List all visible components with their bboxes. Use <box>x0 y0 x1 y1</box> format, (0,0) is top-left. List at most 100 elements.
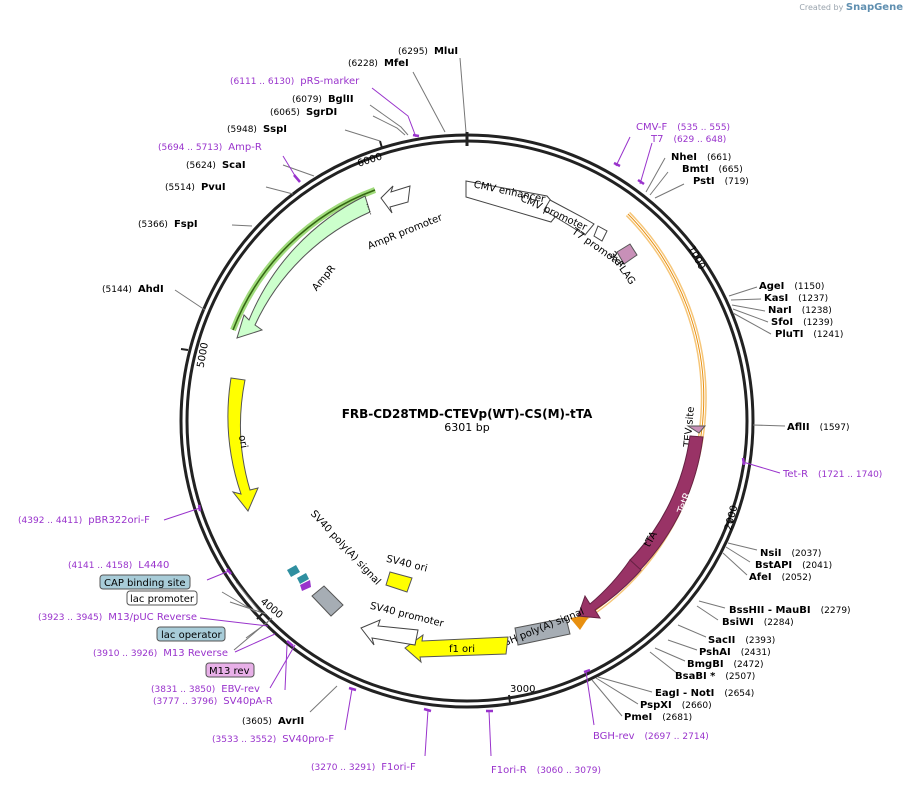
plasmid-length: 6301 bp <box>444 421 489 434</box>
site-sspi[interactable]: (5948) SspI <box>227 124 287 135</box>
feature-ori[interactable]: ori <box>227 377 259 512</box>
feature-tetr[interactable]: TetR <box>629 435 704 571</box>
site-pos: (5624) <box>186 161 216 171</box>
site-pos: (2393) <box>745 636 775 646</box>
feature-sv40-promoter[interactable]: SV40 promoter <box>360 601 446 646</box>
feature-ampr-promoter[interactable]: AmpR promoter <box>366 185 445 252</box>
site-scai[interactable]: (5624)ScaI <box>186 160 246 171</box>
site-agei[interactable]: AgeI(1150) <box>759 281 824 292</box>
primer-cmv-f[interactable]: CMV-F(535 .. 555) <box>636 122 730 133</box>
site-avrii[interactable]: (3605)AvrII <box>242 716 304 727</box>
feature-vp16[interactable]: VP16 activa... <box>577 559 659 624</box>
site-pvui[interactable]: (5514)PvuI <box>165 182 226 193</box>
site-bmti[interactable]: BmtI(665) <box>682 164 743 175</box>
site-pshai[interactable]: PshAI(2431) <box>699 647 771 658</box>
ruler-3000: 3000 <box>508 684 535 704</box>
box-cap-binding-site[interactable]: CAP binding site <box>99 574 191 590</box>
primer-name: Tet-R <box>782 469 808 480</box>
site-pos: (2431) <box>741 648 771 658</box>
primer-bgh-rev[interactable]: BGH-rev(2697 .. 2714) <box>593 731 709 742</box>
site-name: EagI <box>655 688 679 699</box>
primer-m13-reverse[interactable]: (3910 .. 3926)M13 Reverse <box>93 648 228 659</box>
primer-f1ori-r[interactable]: F1ori-R(3060 .. 3079) <box>491 765 601 776</box>
site-aflii[interactable]: AflII(1597) <box>787 422 850 433</box>
site-labels: (6295)MluI (6228)MfeI (6079)BglII (6065)… <box>102 46 851 727</box>
feature-sv40-ori[interactable]: SV40 ori <box>385 554 429 593</box>
site-pos: (1238) <box>802 306 832 316</box>
site-bmgbi[interactable]: BmgBI(2472) <box>687 659 763 670</box>
primer-range: (3831 .. 3850) <box>151 685 215 695</box>
site-name: BmtI <box>682 164 709 175</box>
site-pspxi[interactable]: PspXI(2660) <box>640 700 712 711</box>
primer-f1ori-f[interactable]: (3270 .. 3291)F1ori-F <box>311 762 416 773</box>
feature-ampr[interactable]: AmpR <box>236 195 371 339</box>
site-pos: (2284) <box>764 618 794 628</box>
site-bglii[interactable]: (6079)BglII <box>292 94 354 105</box>
site-bsabi[interactable]: BsaBI *(2507) <box>675 671 755 682</box>
primer-t7[interactable]: T7(629 .. 648) <box>650 134 726 145</box>
primer-tet-r[interactable]: Tet-R(1721 .. 1740) <box>782 469 882 480</box>
feature-label: ori <box>236 434 249 449</box>
primer-name: F1ori-R <box>491 765 527 776</box>
site-ahdi[interactable]: (5144)AhdI <box>102 284 164 295</box>
site-fspi[interactable]: (5366)FspI <box>138 219 198 230</box>
primer-name: pBR322ori-F <box>88 515 150 526</box>
site-bsshii[interactable]: BssHII - MauBI (2279) <box>729 605 851 616</box>
primer-sv40pro-f[interactable]: (3533 .. 3552)SV40pro-F <box>212 734 334 745</box>
site-pos: (661) <box>707 153 731 163</box>
primer-amp-r[interactable]: (5694 .. 5713)Amp-R <box>158 142 262 153</box>
site-sacii[interactable]: SacII(2393) <box>708 635 775 646</box>
site-nhei[interactable]: NheI(661) <box>671 152 731 163</box>
site-name-extra: - NotI <box>679 688 714 699</box>
primer-name: SV40pA-R <box>223 696 272 707</box>
feature-f1-ori[interactable]: f1 ori <box>404 633 509 664</box>
primer-sv40pa-r[interactable]: (3777 .. 3796) SV40pA-R <box>153 696 273 707</box>
primer-range: (629 .. 648) <box>673 135 726 145</box>
primer-range: (3777 .. 3796) <box>153 697 217 707</box>
site-psti[interactable]: PstI(719) <box>693 176 749 187</box>
primer-ebv-rev[interactable]: (3831 .. 3850)EBV-rev <box>151 684 260 695</box>
site-pos: (6079) <box>292 95 322 105</box>
watermark-prefix: Created by <box>799 3 844 12</box>
primer-marks <box>197 133 746 713</box>
site-name-extra: - MauBI <box>764 605 810 616</box>
site-pluti[interactable]: PluTI(1241) <box>775 329 843 340</box>
site-sgrdi[interactable]: (6065)SgrDI <box>270 107 337 118</box>
box-m13-rev[interactable]: M13 rev <box>205 662 255 678</box>
box-lac-operator[interactable]: lac operator <box>156 626 226 642</box>
site-name: AgeI <box>759 281 784 292</box>
site-pos: (2681) <box>662 713 692 723</box>
site-eagi[interactable]: EagI - NotI(2654) <box>655 688 754 699</box>
site-afei[interactable]: AfeI(2052) <box>749 572 812 583</box>
site-bstapi[interactable]: BstAPI(2041) <box>755 560 832 571</box>
ruler-label: 4000 <box>258 596 285 621</box>
site-bsiwi[interactable]: BsiWI(2284) <box>722 617 794 628</box>
site-pos: (5948) <box>227 125 257 135</box>
site-sfoi[interactable]: SfoI(1239) <box>771 317 833 328</box>
site-pmei[interactable]: PmeI(2681) <box>624 712 692 723</box>
feature-bgh-polya[interactable]: bGH poly(A) signal <box>495 607 586 652</box>
site-kasi[interactable]: KasI(1237) <box>764 293 828 304</box>
primer-l4440[interactable]: (4141 .. 4158)L4440 <box>68 560 169 571</box>
site-pos: (2279) <box>821 606 851 616</box>
site-name: FspI <box>174 219 198 230</box>
site-pos: (5514) <box>165 183 195 193</box>
site-name: BssHII <box>729 605 764 616</box>
plasmid-name: FRB-CD28TMD-CTEVp(WT)-CS(M)-tTA <box>342 407 593 421</box>
primer-m13-puc-reverse[interactable]: (3923 .. 3945)M13/pUC Reverse <box>38 612 197 623</box>
site-mlui[interactable]: (6295)MluI <box>398 46 458 57</box>
site-nsii[interactable]: NsiI(2037) <box>760 548 821 559</box>
primer-range: (5694 .. 5713) <box>158 143 222 153</box>
site-name: SspI <box>263 124 287 135</box>
site-pos: (1597) <box>820 423 850 433</box>
box-lac-promoter[interactable]: lac promoter <box>126 590 198 606</box>
primer-range: (4141 .. 4158) <box>68 561 132 571</box>
box-label: M13 rev <box>209 666 250 677</box>
site-nari[interactable]: NarI(1238) <box>768 305 832 316</box>
box-label: lac promoter <box>130 594 195 605</box>
primer-range: (3270 .. 3291) <box>311 763 375 773</box>
primer-prs-marker[interactable]: (6111 .. 6130)pRS-marker <box>230 76 360 87</box>
site-mfei[interactable]: (6228)MfeI <box>348 58 409 69</box>
primer-pbr322ori-f[interactable]: (4392 .. 4411)pBR322ori-F <box>18 515 150 526</box>
